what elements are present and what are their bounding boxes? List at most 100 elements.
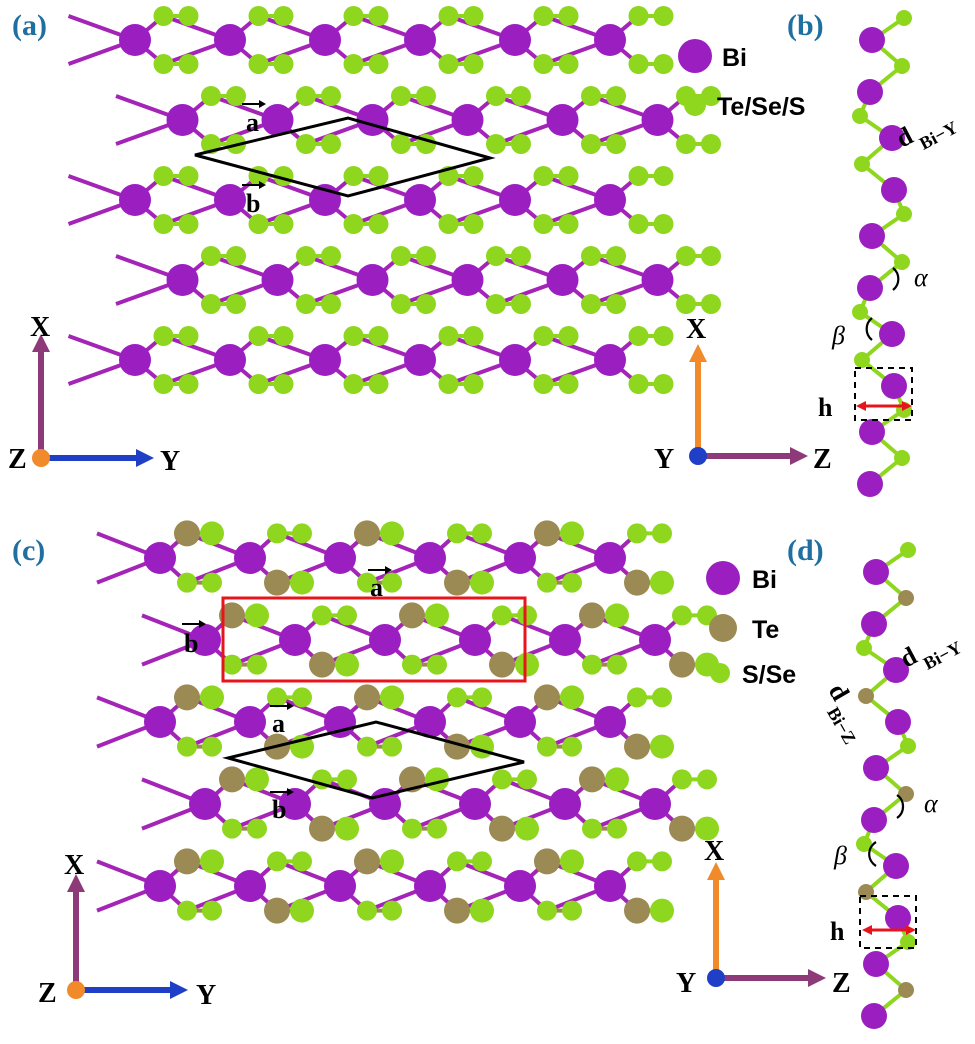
chalcogen-atom bbox=[427, 654, 447, 675]
chalcogen-atom bbox=[492, 605, 512, 626]
chalcogen-atom bbox=[701, 294, 721, 314]
d-bi-y-subscript: Bi−Y bbox=[920, 637, 965, 674]
axes-bottom-left: X Z Y bbox=[38, 850, 216, 1011]
bi-atom bbox=[234, 870, 266, 902]
chalcogen-atom bbox=[854, 352, 870, 368]
atom-layer bbox=[119, 6, 721, 394]
chalcogen-atom bbox=[248, 54, 269, 74]
beta-angle-arc bbox=[868, 841, 877, 867]
bi-atom bbox=[859, 419, 885, 445]
axis-z-label: Z bbox=[38, 978, 57, 1009]
legend-bi-label: Bi bbox=[752, 566, 777, 594]
beta-label: β bbox=[831, 321, 845, 350]
chalcogen-atom bbox=[653, 54, 674, 74]
chalcogen-atom bbox=[463, 6, 484, 26]
axis-x-label: X bbox=[704, 836, 724, 867]
chalcogen-atom bbox=[382, 572, 402, 593]
bi-atom bbox=[189, 788, 221, 820]
te-atom bbox=[669, 651, 695, 678]
legend-bi-label: Bi bbox=[722, 44, 747, 72]
height-box bbox=[854, 367, 913, 421]
chalcogen-atom bbox=[511, 134, 531, 154]
d-bi-y-subscript: Bi−Y bbox=[916, 117, 961, 154]
chalcogen-atom bbox=[472, 523, 492, 544]
vector-b-label-c-rect: b bbox=[182, 620, 206, 658]
bi-atom bbox=[885, 905, 911, 931]
bi-atom bbox=[166, 264, 199, 296]
chalcogen-atom bbox=[153, 54, 174, 74]
side-view-panel-d bbox=[856, 542, 916, 1029]
chalcogen-atom bbox=[533, 326, 554, 346]
bi-atom bbox=[459, 788, 491, 820]
bi-atom bbox=[261, 264, 294, 296]
chalcogen-atom bbox=[402, 818, 422, 839]
chalcogen-atom bbox=[391, 86, 411, 106]
legend-sse-label: S/Se bbox=[742, 661, 796, 689]
chalcogen-atom bbox=[178, 374, 199, 394]
chalcogen-atom bbox=[447, 523, 467, 544]
axes-bottom-right: X Y Z bbox=[676, 836, 851, 999]
chalcogen-atom bbox=[627, 687, 647, 708]
chalcogen-atom bbox=[292, 851, 312, 872]
bi-atom bbox=[414, 706, 446, 738]
chalcogen-atom bbox=[701, 86, 721, 106]
chalcogen-atom bbox=[296, 86, 316, 106]
chalcogen-atom bbox=[335, 652, 359, 677]
unit-cell-rhombus-a bbox=[194, 116, 496, 198]
chalcogen-atom bbox=[581, 294, 601, 314]
chalcogen-atom bbox=[321, 86, 341, 106]
chalcogen-atom bbox=[582, 654, 602, 675]
te-atom bbox=[534, 684, 560, 711]
te-atom bbox=[534, 848, 560, 875]
d-bi-z-subscript: Bi−Z bbox=[823, 704, 860, 748]
legend-chalcogen-swatch bbox=[684, 94, 706, 116]
chalcogen-atom bbox=[533, 166, 554, 186]
bi-atom bbox=[859, 223, 885, 249]
chalcogen-atom bbox=[581, 86, 601, 106]
chalcogen-atom bbox=[438, 6, 459, 26]
chalcogen-atom bbox=[856, 836, 872, 852]
bi-atom bbox=[451, 264, 484, 296]
bi-atom bbox=[144, 706, 176, 738]
chalcogen-atom bbox=[560, 849, 584, 874]
chalcogen-atom bbox=[337, 769, 357, 790]
chalcogen-atom bbox=[427, 818, 447, 839]
vector-b-text: b bbox=[184, 629, 198, 658]
chalcogen-atom bbox=[581, 134, 601, 154]
bi-atom bbox=[857, 471, 883, 497]
bi-atom bbox=[885, 709, 911, 735]
vector-a-text: a bbox=[370, 573, 383, 602]
bi-atom bbox=[324, 870, 356, 902]
unit-cell-rectangle-c bbox=[221, 596, 527, 683]
chalcogen-atom bbox=[296, 134, 316, 154]
bi-atom bbox=[881, 373, 907, 399]
chalcogen-atom bbox=[652, 523, 672, 544]
bi-atom bbox=[857, 79, 883, 105]
bi-atom bbox=[549, 624, 581, 656]
chalcogen-atom bbox=[296, 246, 316, 266]
bi-atom bbox=[594, 184, 626, 216]
chalcogen-atom bbox=[222, 654, 242, 675]
bi-atom bbox=[214, 24, 246, 56]
chalcogen-atom bbox=[676, 294, 696, 314]
alpha-label: α bbox=[924, 789, 939, 818]
chalcogen-atom bbox=[178, 214, 199, 234]
bi-atom bbox=[859, 27, 885, 53]
chalcogen-atom bbox=[628, 6, 649, 26]
vector-a-label-c-rect: a bbox=[368, 566, 392, 602]
bi-atom bbox=[234, 706, 266, 738]
axis-z-label: Z bbox=[813, 444, 832, 475]
legend-top: Bi Te/Se/S bbox=[678, 39, 805, 121]
chalcogen-atom bbox=[267, 523, 287, 544]
alpha-label: α bbox=[914, 263, 929, 292]
chalcogen-atom bbox=[606, 294, 626, 314]
chalcogen-atom bbox=[343, 54, 364, 74]
chalcogen-atom bbox=[153, 214, 174, 234]
chalcogen-atom bbox=[200, 849, 224, 874]
chalcogen-atom bbox=[894, 254, 910, 270]
chalcogen-atom bbox=[900, 542, 916, 558]
axis-y-label: Y bbox=[160, 446, 180, 477]
chalcogen-atom bbox=[894, 450, 910, 466]
vector-a-label-c-rhomb: a bbox=[270, 702, 294, 738]
